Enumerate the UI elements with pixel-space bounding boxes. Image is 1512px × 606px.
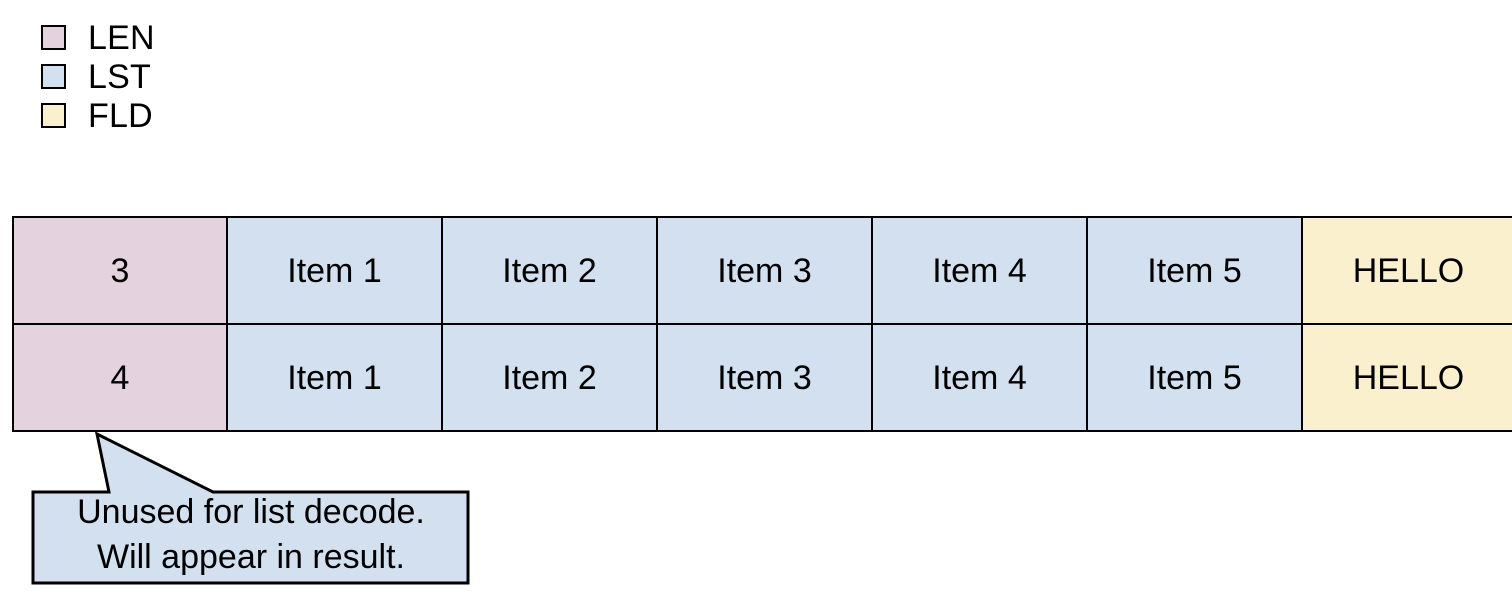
callout-line-1: Unused for list decode. xyxy=(77,493,425,531)
lst-cell-row-2-item-1: Item 1 xyxy=(226,323,443,432)
packet-layout-table: 3 Item 1 Item 2 Item 3 Item 4 Item 5 HEL… xyxy=(12,216,1512,432)
lst-swatch-icon xyxy=(41,64,66,89)
table-row: 4 Item 1 Item 2 Item 3 Item 4 Item 5 HEL… xyxy=(12,323,1512,432)
len-cell-row-1: 3 xyxy=(12,216,228,325)
legend-label-len: LEN xyxy=(88,18,155,57)
lst-cell-row-2-item-3: Item 3 xyxy=(656,323,873,432)
lst-cell-row-2-item-4: Item 4 xyxy=(871,323,1088,432)
fld-swatch-icon xyxy=(41,103,66,128)
legend-item-fld: FLD xyxy=(41,96,441,135)
callout-line-2: Will appear in result. xyxy=(96,538,405,576)
legend-label-lst: LST xyxy=(88,57,151,96)
table-row: 3 Item 1 Item 2 Item 3 Item 4 Item 5 HEL… xyxy=(12,216,1512,325)
len-swatch-icon xyxy=(41,25,66,50)
len-cell-row-2: 4 xyxy=(12,323,228,432)
lst-cell-row-2-item-5: Item 5 xyxy=(1086,323,1303,432)
lst-cell-row-1-item-3: Item 3 xyxy=(656,216,873,325)
legend-item-lst: LST xyxy=(41,57,441,96)
lst-cell-row-2-item-2: Item 2 xyxy=(441,323,658,432)
fld-cell-row-1: HELLO xyxy=(1301,216,1512,325)
legend: LEN LST FLD xyxy=(41,18,441,135)
lst-cell-row-1-item-5: Item 5 xyxy=(1086,216,1303,325)
fld-cell-row-2: HELLO xyxy=(1301,323,1512,432)
lst-cell-row-1-item-1: Item 1 xyxy=(226,216,443,325)
callout-text: Unused for list decode. Will appear in r… xyxy=(33,490,469,580)
legend-item-len: LEN xyxy=(41,18,441,57)
lst-cell-row-1-item-4: Item 4 xyxy=(871,216,1088,325)
legend-label-fld: FLD xyxy=(88,96,153,135)
lst-cell-row-1-item-2: Item 2 xyxy=(441,216,658,325)
